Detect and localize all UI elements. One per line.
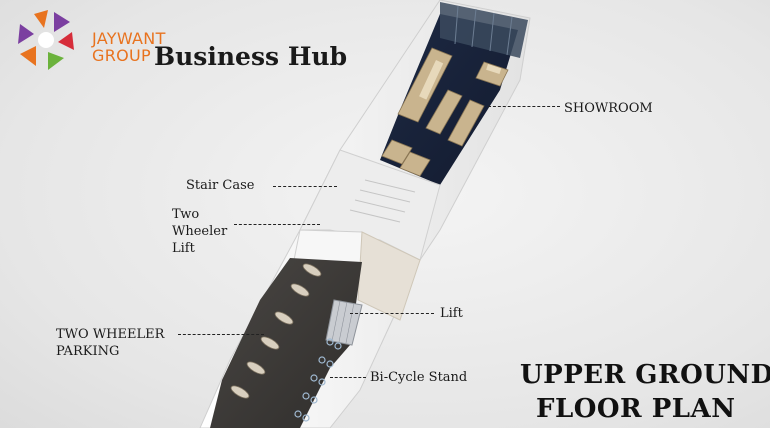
two-wheeler-lift-label-line-3: Lift (172, 241, 195, 256)
parking-floor (210, 258, 362, 428)
logo-line-2: GROUP (92, 46, 151, 65)
jaywant-logo-icon (18, 10, 74, 70)
bicycle-stand-label: Bi-Cycle Stand (370, 370, 468, 385)
brand-header: JAYWANT GROUP (10, 6, 350, 76)
stair-case-label: Stair Case (186, 178, 255, 193)
two-wheeler-parking-leader-line (178, 334, 264, 335)
two-wheelers (230, 263, 322, 399)
logo-line-1: JAYWANT (92, 29, 166, 48)
showroom-leader-line (488, 106, 560, 107)
showroom-label: SHOWROOM (564, 101, 653, 116)
bicycles (294, 338, 342, 422)
two-wheeler-lift-leader-line (234, 224, 320, 225)
bicycle-stand-leader-line (330, 377, 366, 378)
lift-label: Lift (440, 306, 463, 321)
two-wheeler-lift-label: Two Wheeler Lift (172, 206, 227, 257)
two-wheeler-parking-label: TWO WHEELER PARKING (56, 326, 164, 360)
two-wheeler-lift-label-line-1: Two (172, 207, 200, 222)
two-wheeler-lift-label-line-2: Wheeler (172, 224, 228, 239)
plan-title-line-2: FLOOR PLAN (536, 394, 736, 424)
business-hub-title: Business Hub (154, 42, 348, 71)
plan-title-line-1: UPPER GROUND (520, 360, 770, 390)
lift-leader-line (350, 313, 434, 314)
two-wheeler-parking-label-line-1: TWO WHEELER (56, 327, 165, 342)
lift-cabin (325, 299, 363, 346)
two-wheeler-parking-label-line-2: PARKING (56, 344, 120, 359)
stair-case-leader-line (273, 186, 337, 187)
showroom-glass-front (440, 2, 528, 58)
logo-wordmark: JAYWANT GROUP (92, 30, 166, 64)
